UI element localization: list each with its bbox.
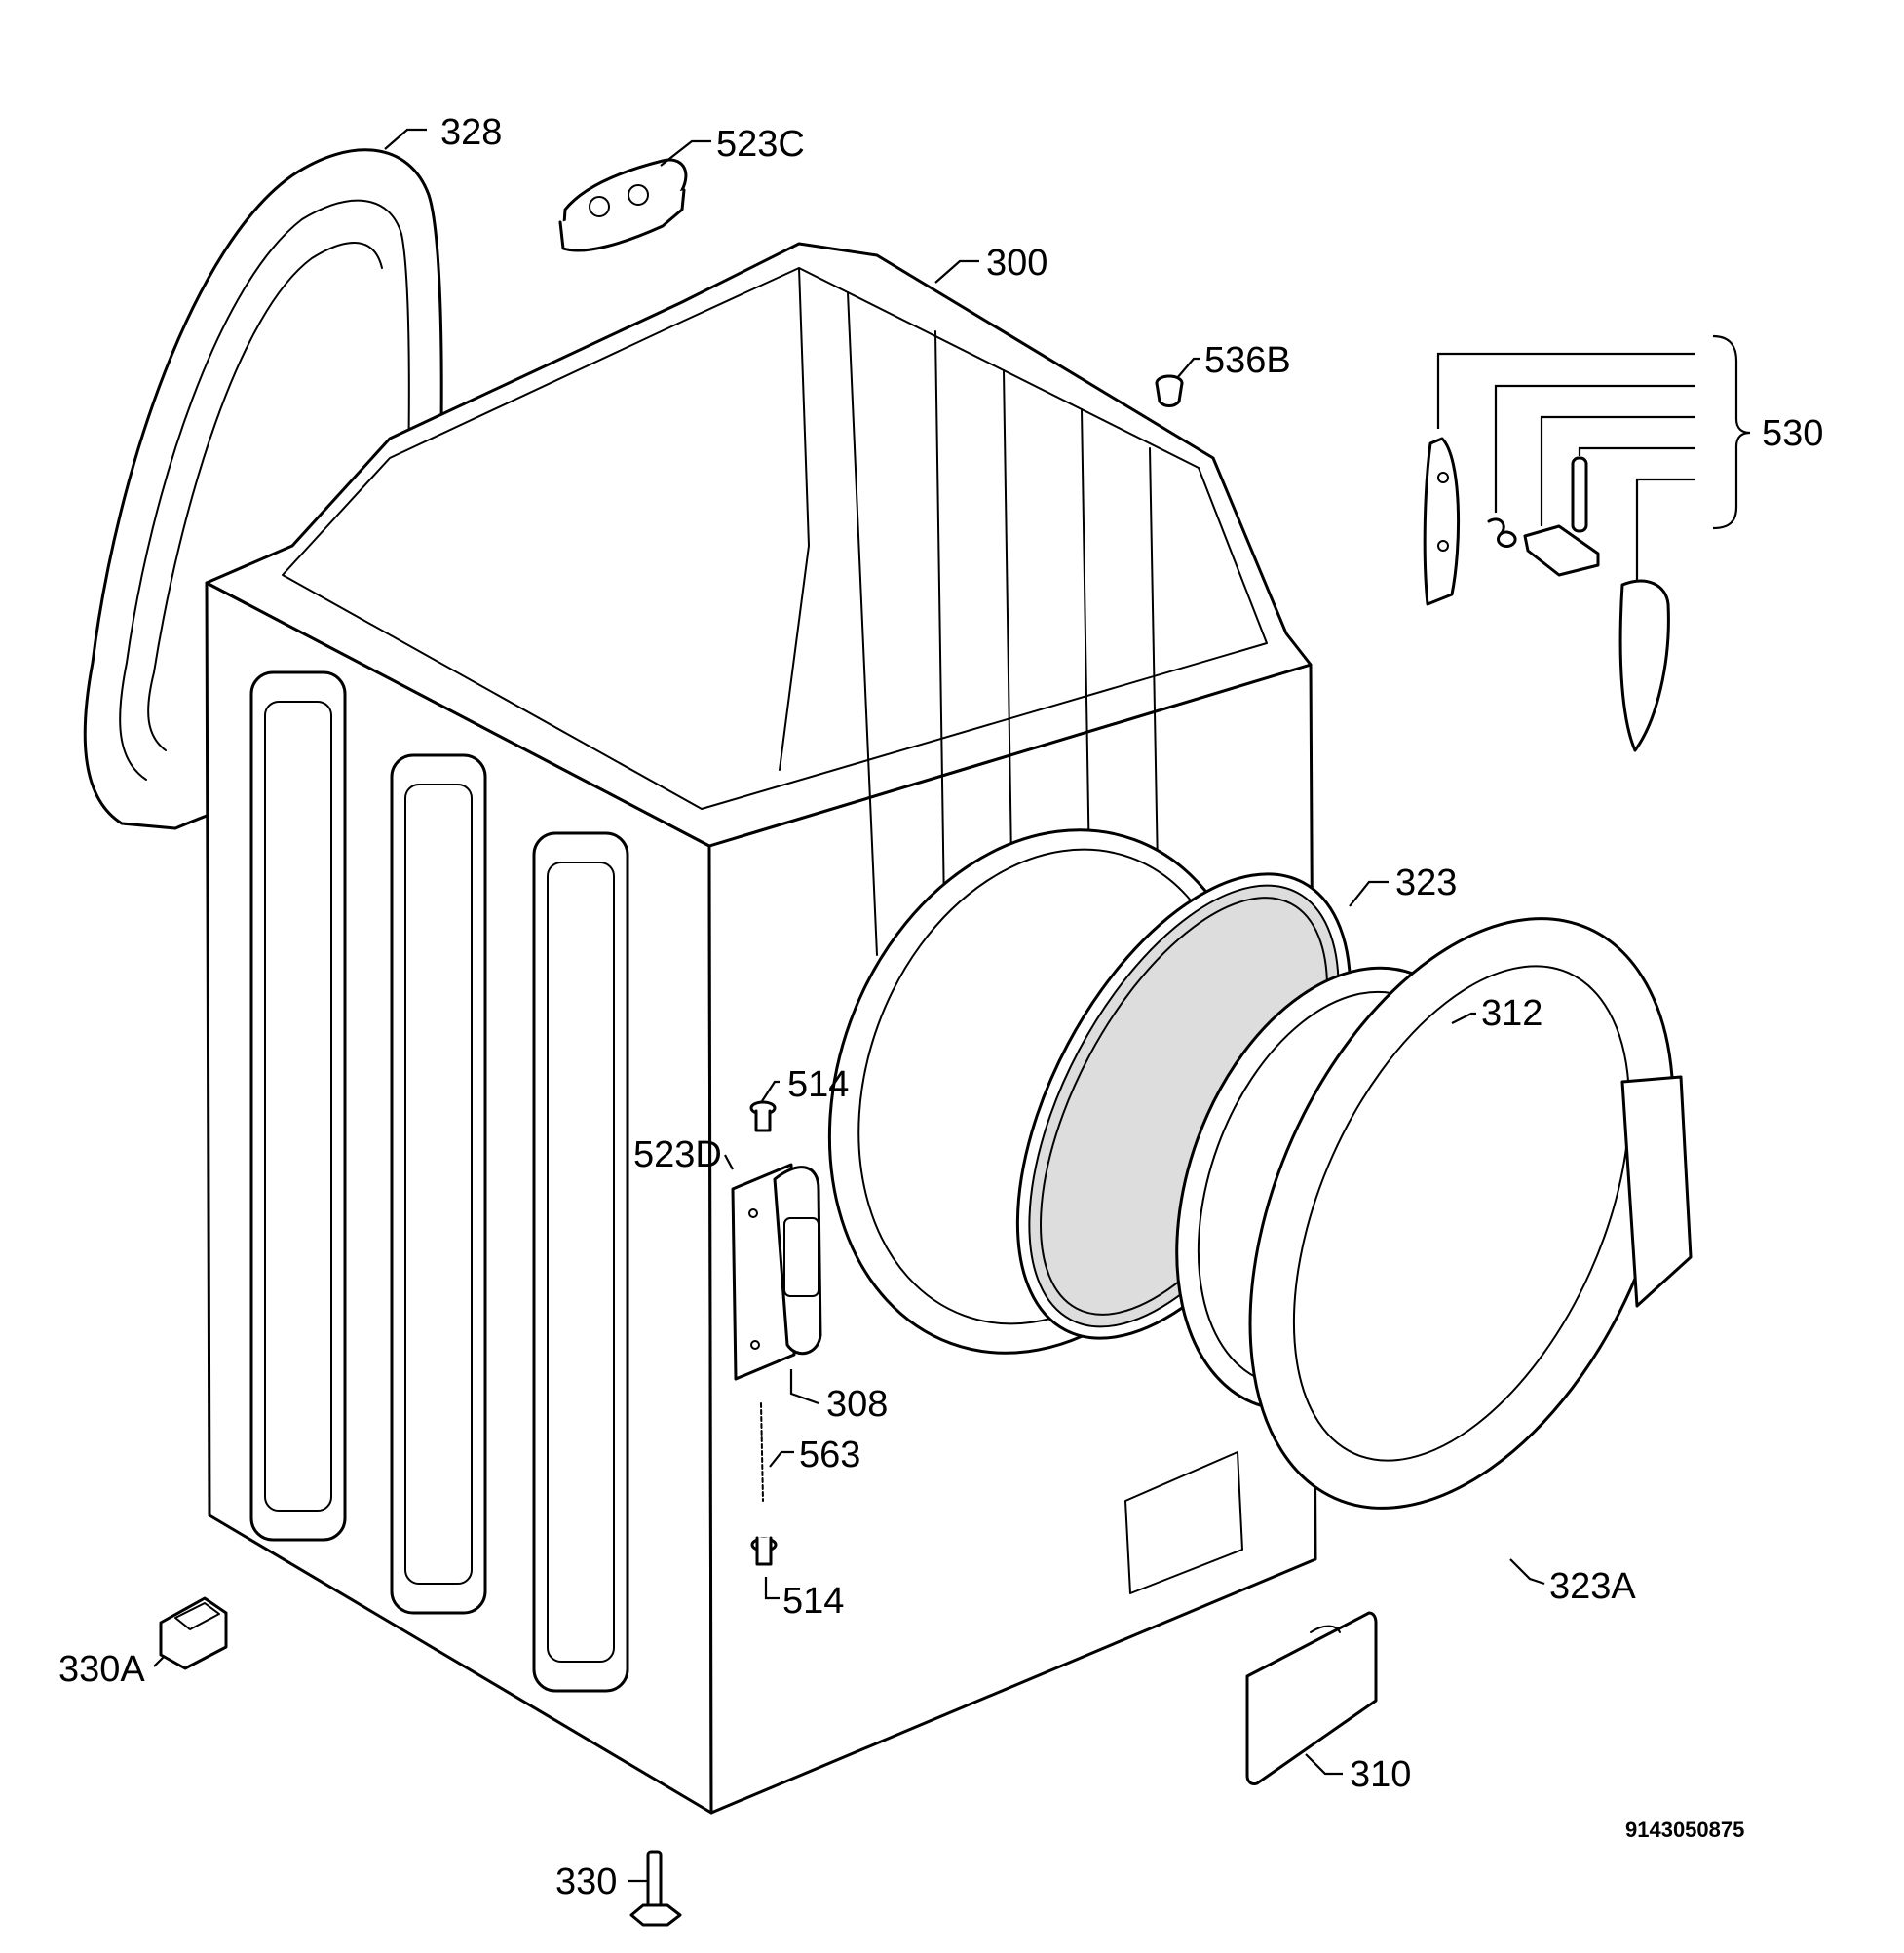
part-323A-door-ring — [1248, 917, 1693, 1510]
callout-328: 328 — [440, 112, 502, 153]
callout-514-top: 514 — [787, 1064, 849, 1105]
part-530-hinge-kit — [1423, 334, 1751, 752]
callout-312: 312 — [1481, 993, 1542, 1034]
diagram-code: 9143050875 — [1625, 1818, 1744, 1842]
part-514-screw-top — [749, 1100, 777, 1132]
leader-lines — [153, 128, 1545, 1883]
part-330A-bracket — [159, 1596, 228, 1670]
callout-563: 563 — [799, 1435, 860, 1475]
part-523C-clip — [558, 158, 688, 252]
part-523D-308-lock — [731, 1163, 822, 1381]
callout-308: 308 — [826, 1384, 888, 1425]
callout-514-bottom: 514 — [782, 1581, 844, 1622]
callout-323A: 323A — [1549, 1566, 1636, 1607]
callout-310: 310 — [1350, 1754, 1411, 1795]
part-300-cabinet — [205, 242, 1317, 1815]
callout-330: 330 — [555, 1861, 617, 1902]
part-563-rod — [760, 1402, 764, 1502]
callout-530: 530 — [1762, 413, 1823, 454]
part-310-filter-cover — [1245, 1611, 1378, 1785]
part-514-screw-bottom — [750, 1536, 778, 1566]
callout-300: 300 — [986, 243, 1047, 284]
part-330-foot — [629, 1850, 682, 1927]
callout-330A: 330A — [58, 1649, 145, 1690]
callout-523D: 523D — [633, 1134, 722, 1175]
part-323-door-frame — [1015, 872, 1352, 1340]
callout-323: 323 — [1395, 862, 1457, 903]
part-536B-plug — [1155, 374, 1184, 407]
callout-523C: 523C — [716, 124, 805, 165]
callout-536B: 536B — [1204, 340, 1291, 381]
